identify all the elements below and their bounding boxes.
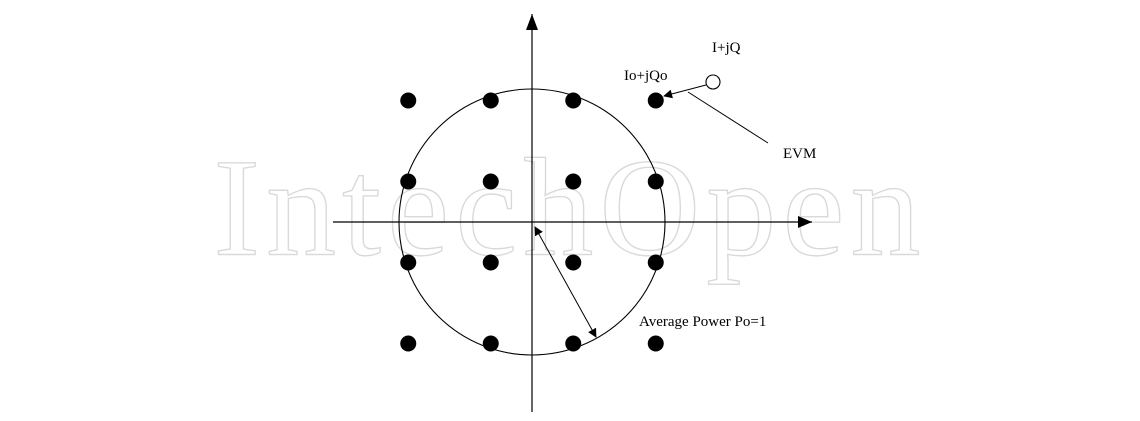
constellation-point (400, 254, 417, 271)
constellation-point (400, 173, 417, 190)
constellation-point (647, 335, 664, 352)
constellation-point (482, 92, 499, 109)
constellation-point (565, 335, 582, 352)
in-phase-axis-arrowhead (798, 216, 812, 228)
average-power-radius-arrow (534, 226, 597, 338)
constellation-point (565, 173, 582, 190)
measured-symbol-label: I+jQ (712, 40, 741, 56)
ideal-symbol-label: Io+jQo (624, 68, 667, 84)
error-vector-arrow (663, 84, 707, 99)
average-power-circle (398, 88, 666, 356)
evm-leader-line (687, 91, 769, 144)
quadrature-axis-arrowhead (526, 14, 538, 30)
constellation-point (647, 254, 664, 271)
constellation-point (565, 92, 582, 109)
constellation-point (482, 173, 499, 190)
evm-label: EVM (783, 146, 816, 162)
constellation-point (482, 335, 499, 352)
constellation-point (482, 254, 499, 271)
measured-symbol-marker (705, 74, 721, 90)
constellation-point (647, 92, 664, 109)
constellation-point (647, 173, 664, 190)
average-power-label: Average Power Po=1 (639, 314, 766, 330)
constellation-point (400, 92, 417, 109)
constellation-point (400, 335, 417, 352)
constellation-point (565, 254, 582, 271)
